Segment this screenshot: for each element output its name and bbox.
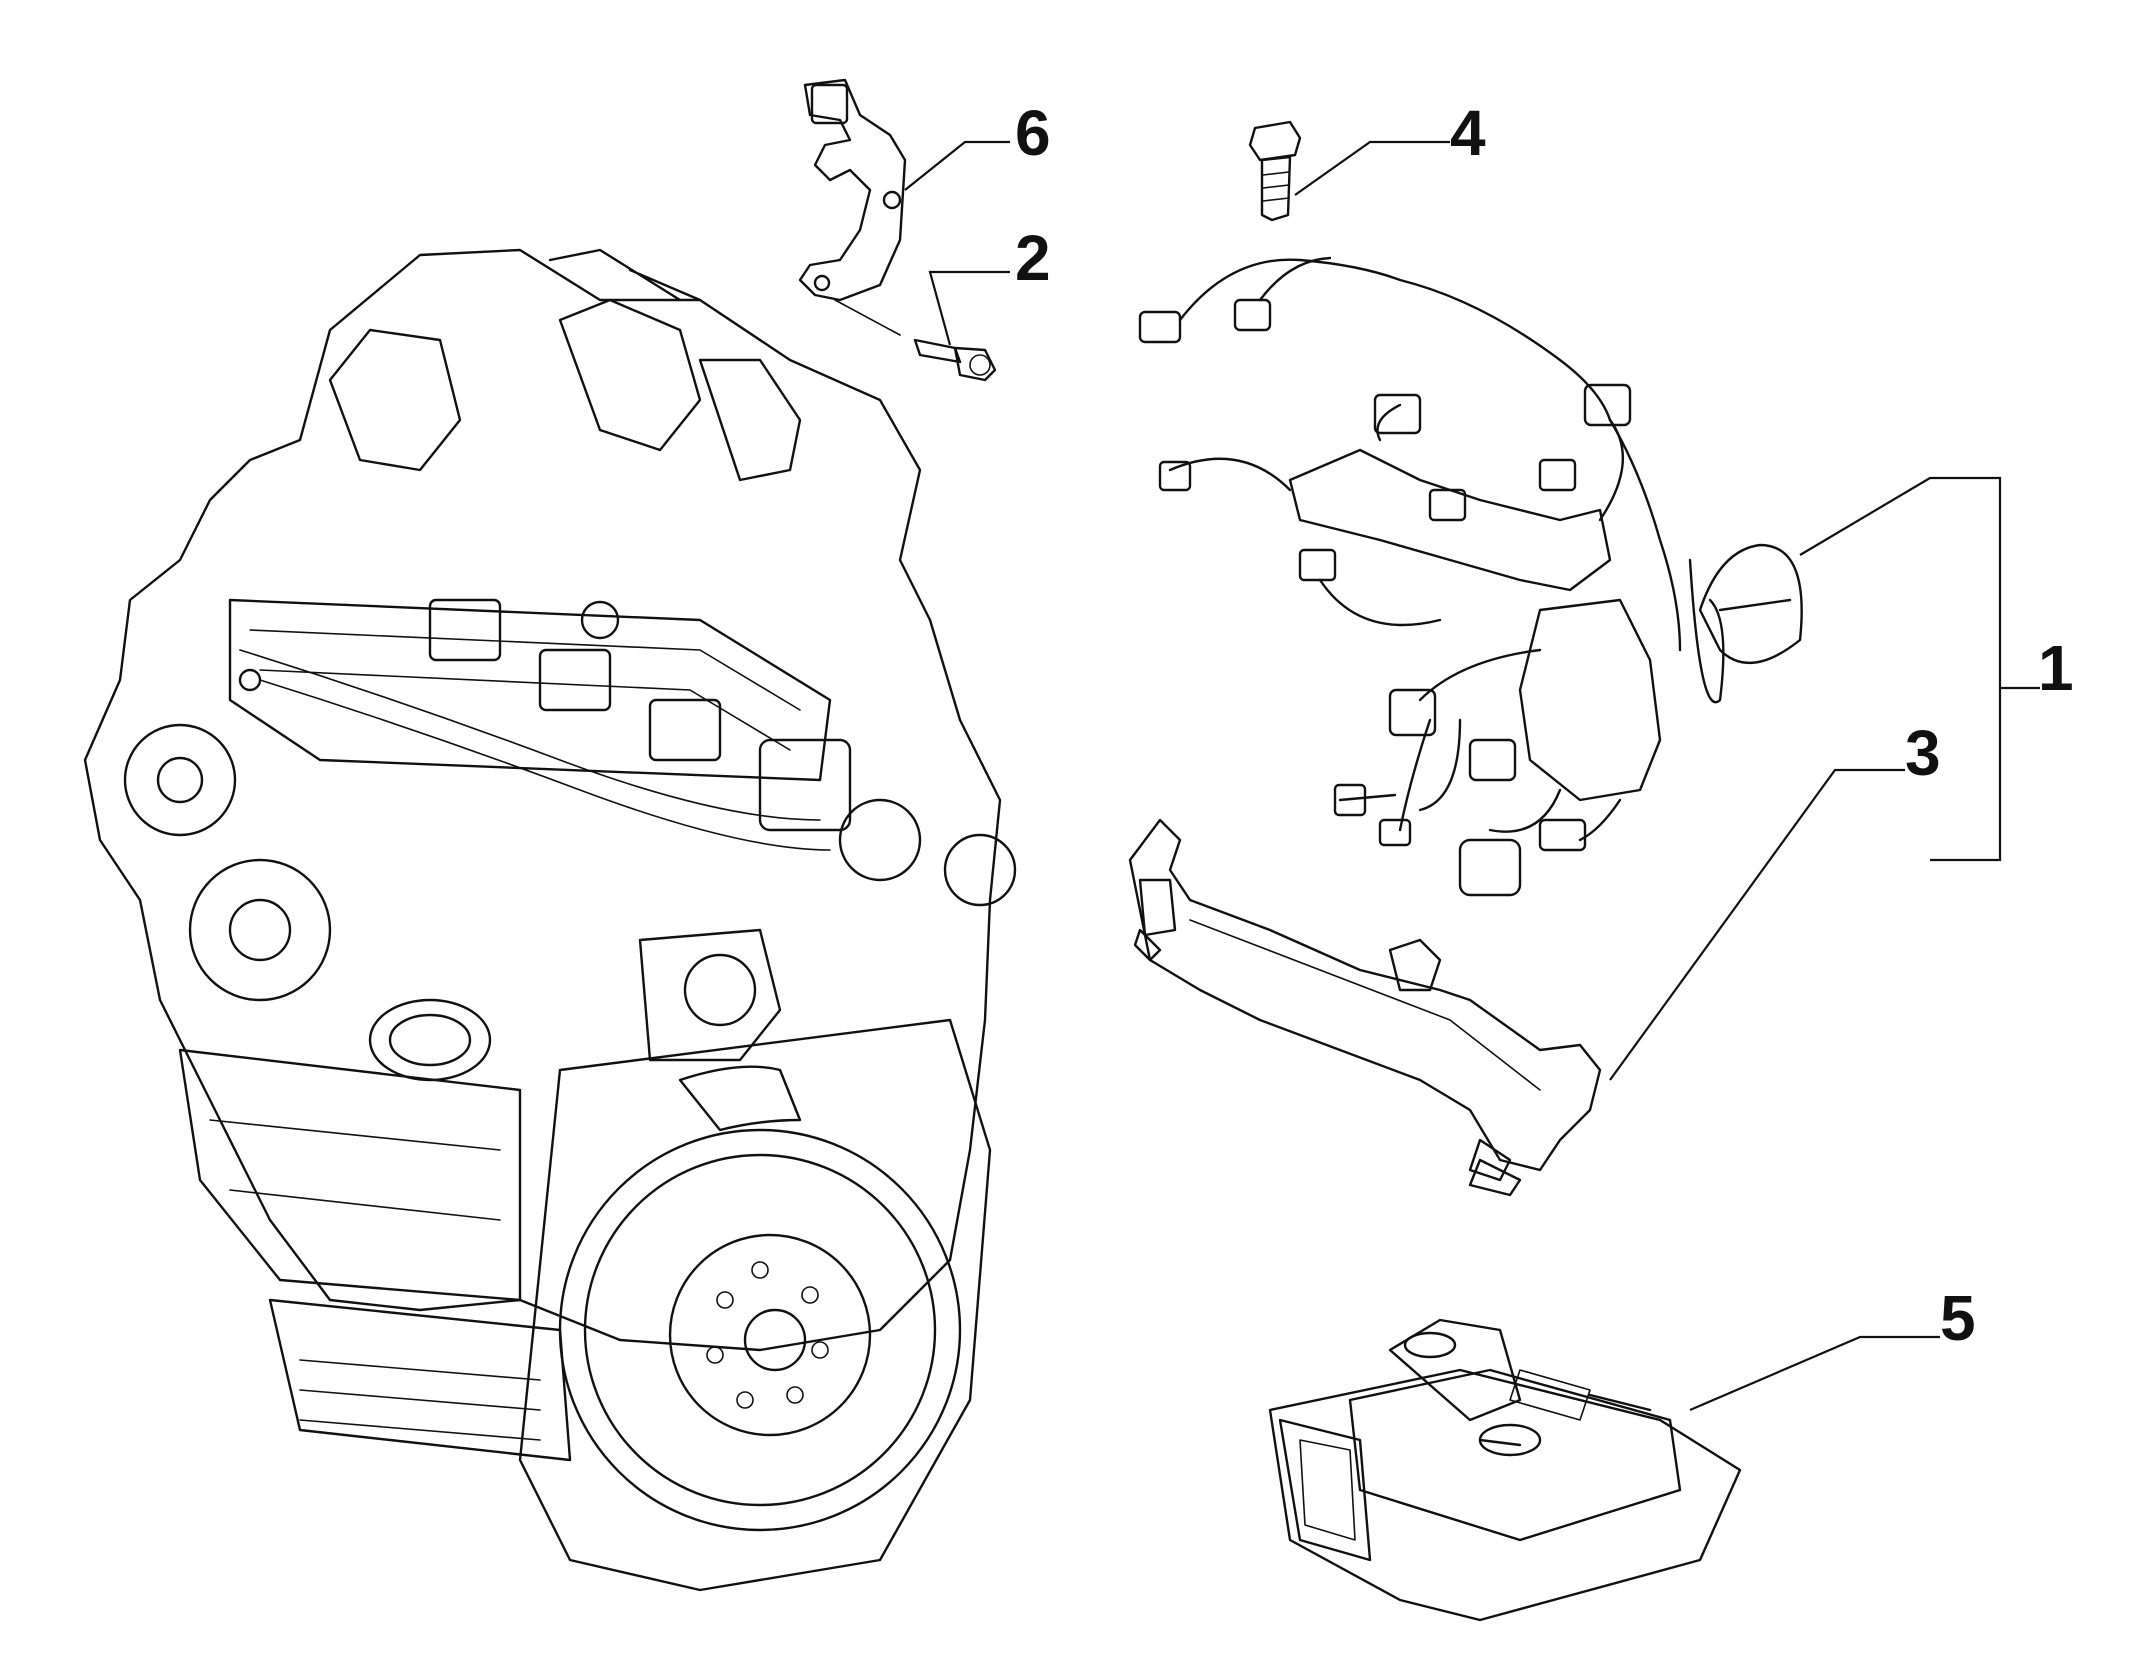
injector-line-part-3: [1128, 818, 1602, 1197]
leader-line-2: [928, 270, 1010, 346]
leader-line-6: [904, 140, 1010, 191]
leader-line-1: [1799, 476, 2040, 862]
callout-6: 6: [1015, 97, 1051, 169]
leader-line-3: [1609, 768, 1905, 1081]
bracket-part-6: [798, 78, 907, 302]
bolt-part-4: [1248, 120, 1302, 222]
flywheel: [558, 1128, 962, 1532]
bolt-part-2: [834, 299, 997, 382]
wiring-harness-part-1: [1138, 256, 1803, 897]
callout-4: 4: [1450, 97, 1486, 169]
callout-labels: 6 2 4 1 3 5: [1015, 97, 2074, 1354]
callout-1: 1: [2038, 632, 2074, 704]
leader-line-5: [1689, 1335, 1940, 1412]
ecu-module-part-5: [1268, 1318, 1742, 1622]
callout-2: 2: [1015, 222, 1051, 294]
callout-5: 5: [1940, 1282, 1976, 1354]
engine-assembly: [83, 248, 1017, 1592]
callout-3: 3: [1905, 717, 1941, 789]
leader-line-4: [1294, 140, 1450, 196]
leader-lines: [904, 140, 2040, 1412]
